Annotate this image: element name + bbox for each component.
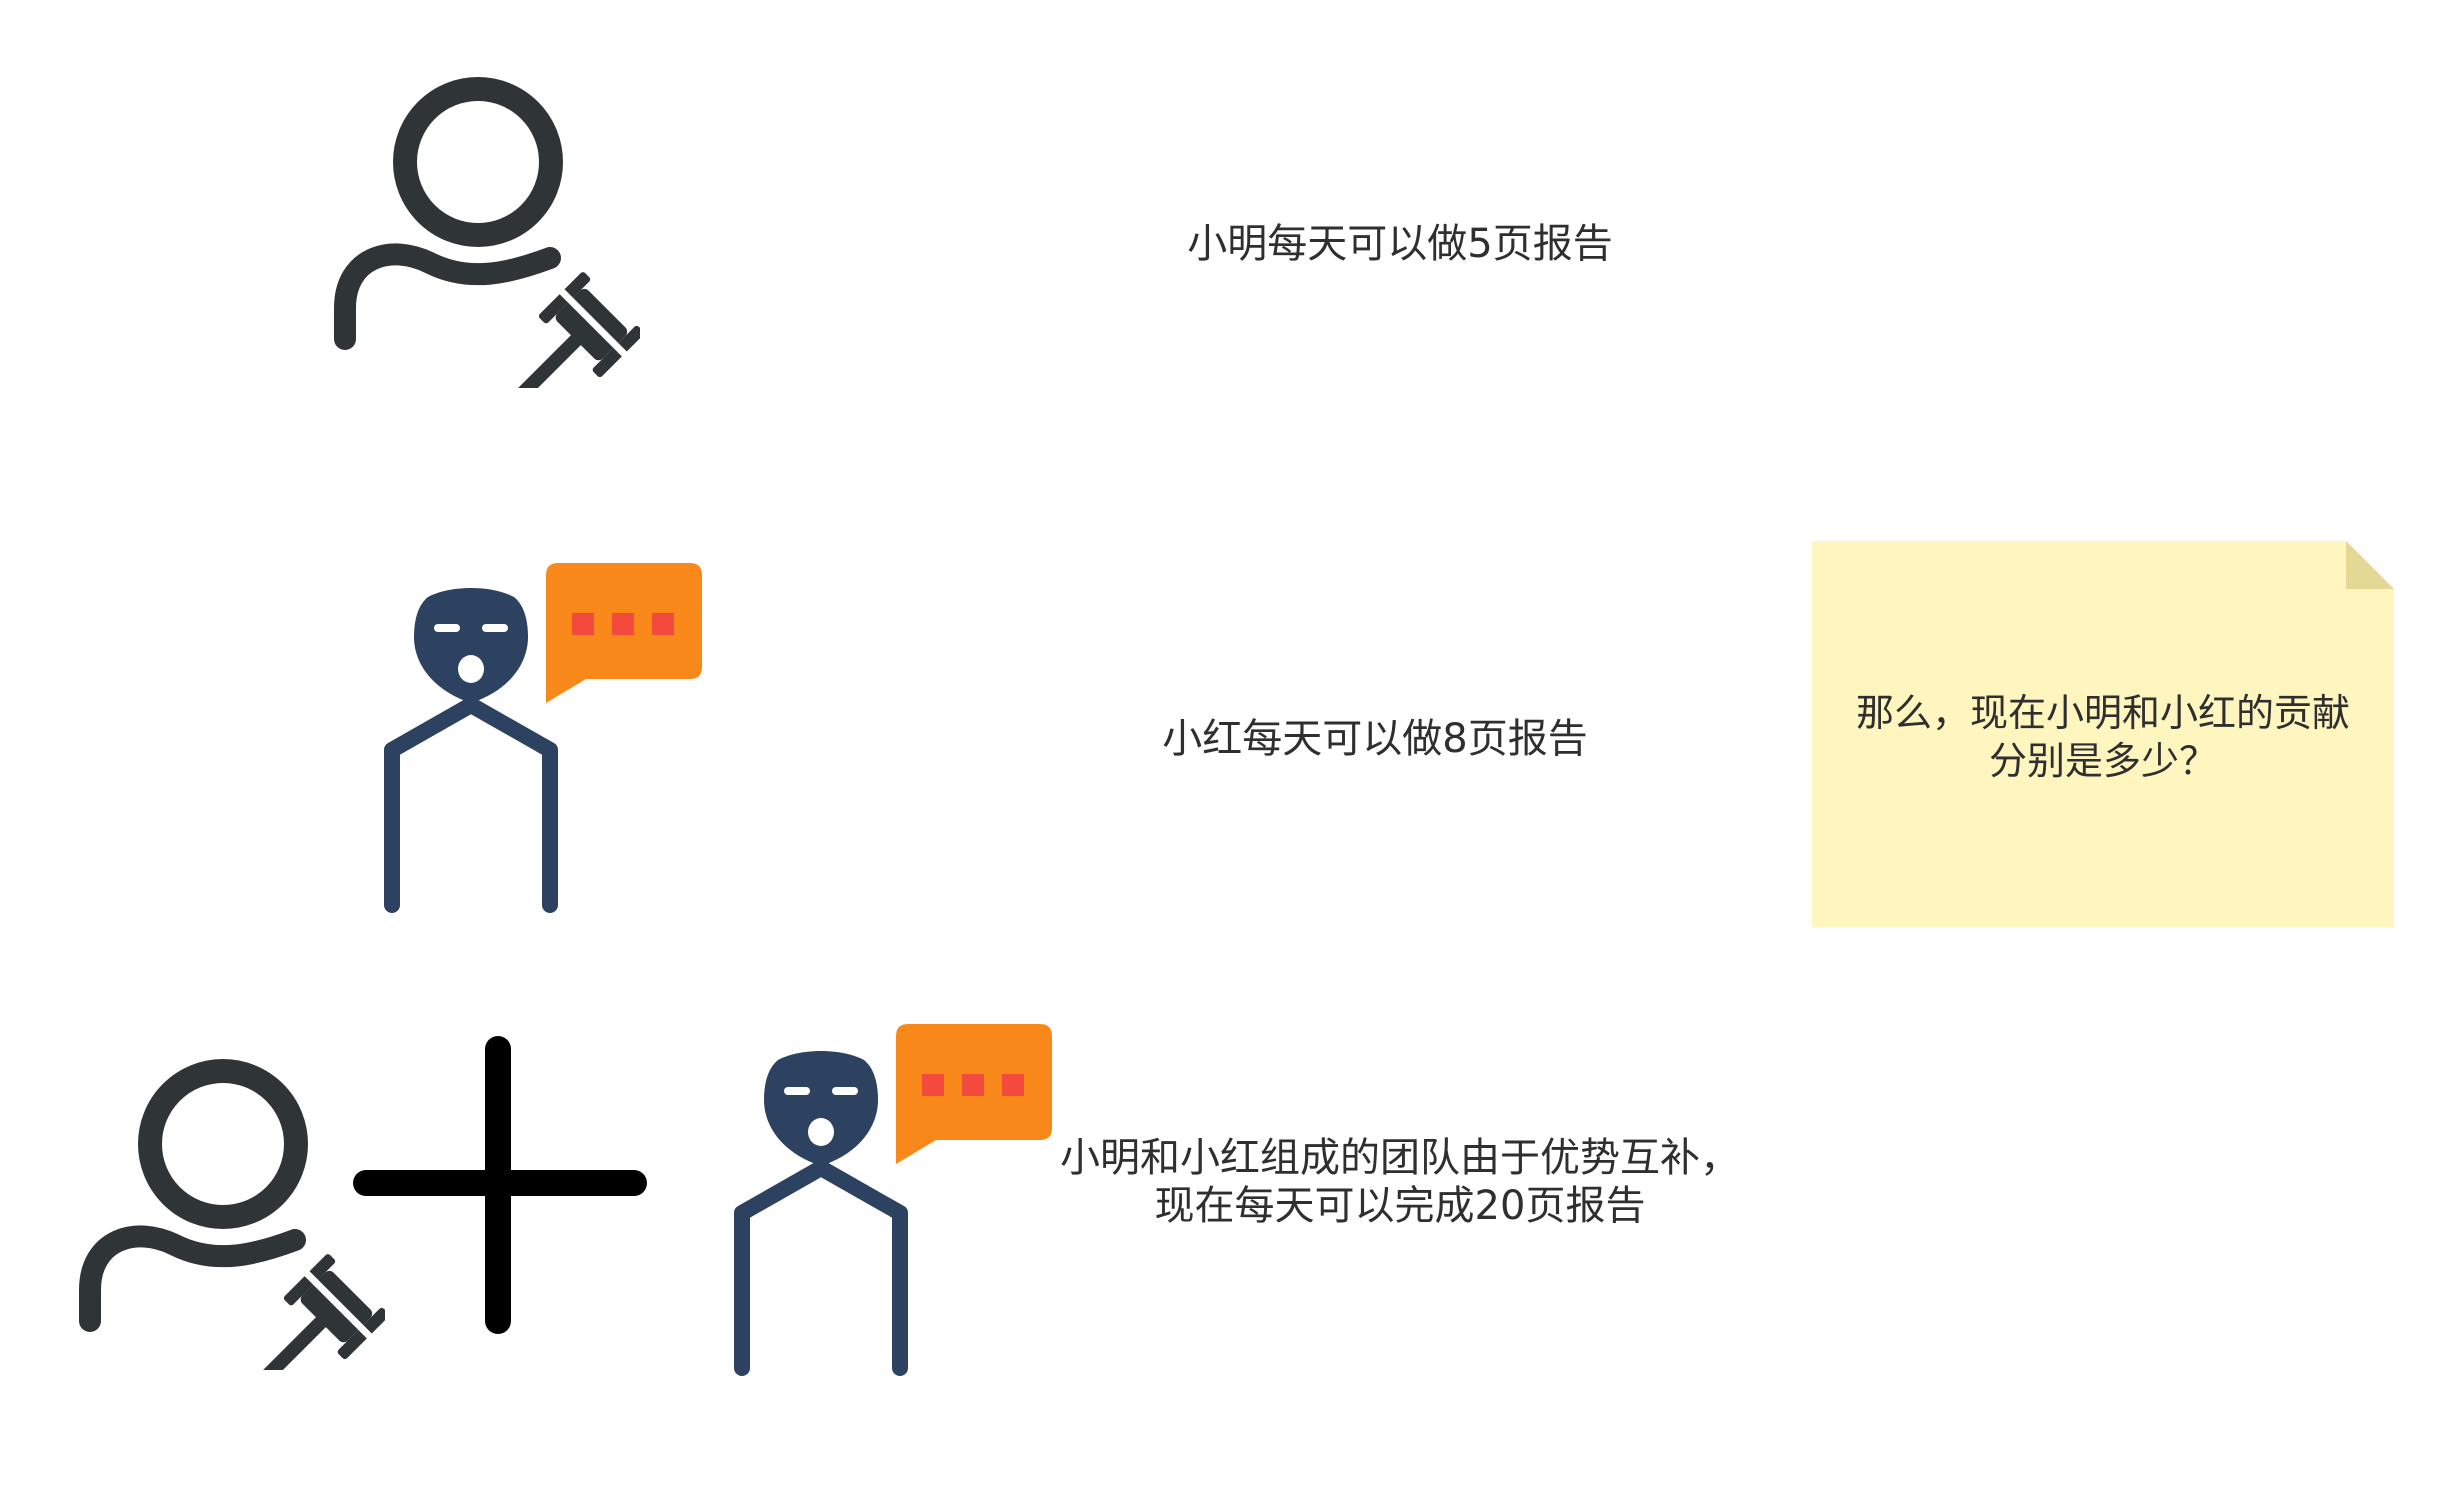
masked-person-icon	[384, 588, 558, 913]
sticky-note: 那么，现在小明和小红的贡献 分别是多少？	[1812, 541, 2394, 927]
caption-xiaohong: 小红每天可以做8页报告	[1105, 715, 1645, 763]
sticky-note-icon	[1812, 541, 2394, 927]
caption-xiaoming-text: 小明每天可以做5页报告	[1187, 221, 1613, 267]
caption-team: 小明和小红组成的团队由于优势互补， 现在每天可以完成20页报告	[1040, 1134, 1760, 1230]
sticky-note-line-1: 那么，现在小明和小红的贡献	[1855, 691, 2350, 735]
caption-team-line-2: 现在每天可以完成20页报告	[1154, 1183, 1646, 1229]
caption-team-line-1: 小明和小红组成的团队由于优势互补，	[1060, 1135, 1740, 1181]
caption-xiaoming: 小明每天可以做5页报告	[1130, 220, 1670, 268]
user-with-gavel-icon	[334, 77, 640, 388]
speech-bubble-icon-team	[896, 1024, 1052, 1164]
masked-person-icon-team	[734, 1051, 908, 1376]
plus-icon	[353, 1036, 647, 1334]
user-with-gavel-icon-team	[79, 1059, 385, 1370]
speech-bubble-icon	[546, 563, 702, 703]
sticky-note-line-2: 分别是多少？	[1988, 739, 2217, 783]
sticky-note-text: 那么，现在小明和小红的贡献 分别是多少？	[1812, 689, 2394, 785]
caption-xiaohong-text: 小红每天可以做8页报告	[1162, 716, 1588, 762]
